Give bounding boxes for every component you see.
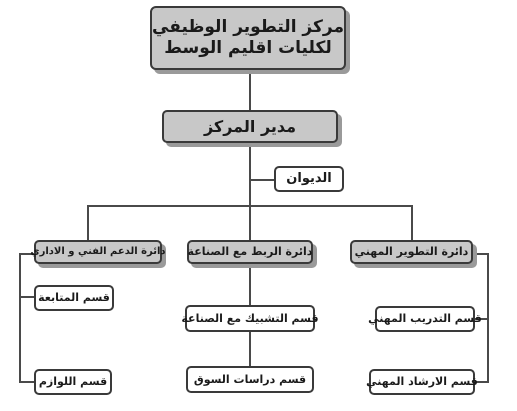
supplies-label: قسم اللوازم	[38, 375, 108, 389]
vocational-training-section-box: قسم التدريب المهني	[368, 306, 482, 332]
follow-up-section-box: قسم المتابعة	[34, 285, 114, 311]
center-title-box: مركز التطوير الوظيفي لكليات اقليم الوسط	[150, 6, 346, 70]
support-department-box: دائرة الدعم الفني و الاداري	[30, 240, 166, 264]
industry-networking-label: قسم التشبيك مع الصناعة	[181, 311, 319, 325]
diwan-label: الديوان	[286, 170, 332, 186]
vocational-training-label: قسم التدريب المهني	[368, 312, 482, 326]
career-development-department-box: دائرة التطوير المهني	[350, 240, 473, 264]
center-title-line2: لكليات اقليم الوسط	[164, 38, 332, 58]
career-development-label: دائرة التطوير المهني	[354, 245, 469, 259]
support-label: دائرة الدعم الفني و الاداري	[30, 245, 166, 257]
diwan-box: الديوان	[274, 166, 344, 192]
director-label: مدير المركز	[203, 116, 297, 136]
center-title-line1: مركز التطوير الوظيفي	[152, 16, 344, 37]
follow-up-label: قسم المتابعة	[38, 291, 110, 305]
supplies-section-box: قسم اللوازم	[34, 369, 112, 395]
industry-linkage-label: دائرة الربط مع الصناعة	[187, 245, 313, 259]
industry-networking-section-box: قسم التشبيك مع الصناعة	[181, 305, 319, 332]
career-bracket	[472, 253, 489, 383]
market-studies-label: قسم دراسات السوق	[193, 372, 307, 386]
vocational-guidance-section-box: قسم الارشاد المهني	[366, 369, 478, 395]
market-studies-section-box: قسم دراسات السوق	[186, 366, 314, 393]
vocational-guidance-label: قسم الارشاد المهني	[366, 375, 478, 389]
support-bracket	[19, 253, 35, 383]
director-box: مدير المركز	[162, 110, 338, 143]
industry-linkage-department-box: دائرة الربط مع الصناعة	[187, 240, 313, 264]
